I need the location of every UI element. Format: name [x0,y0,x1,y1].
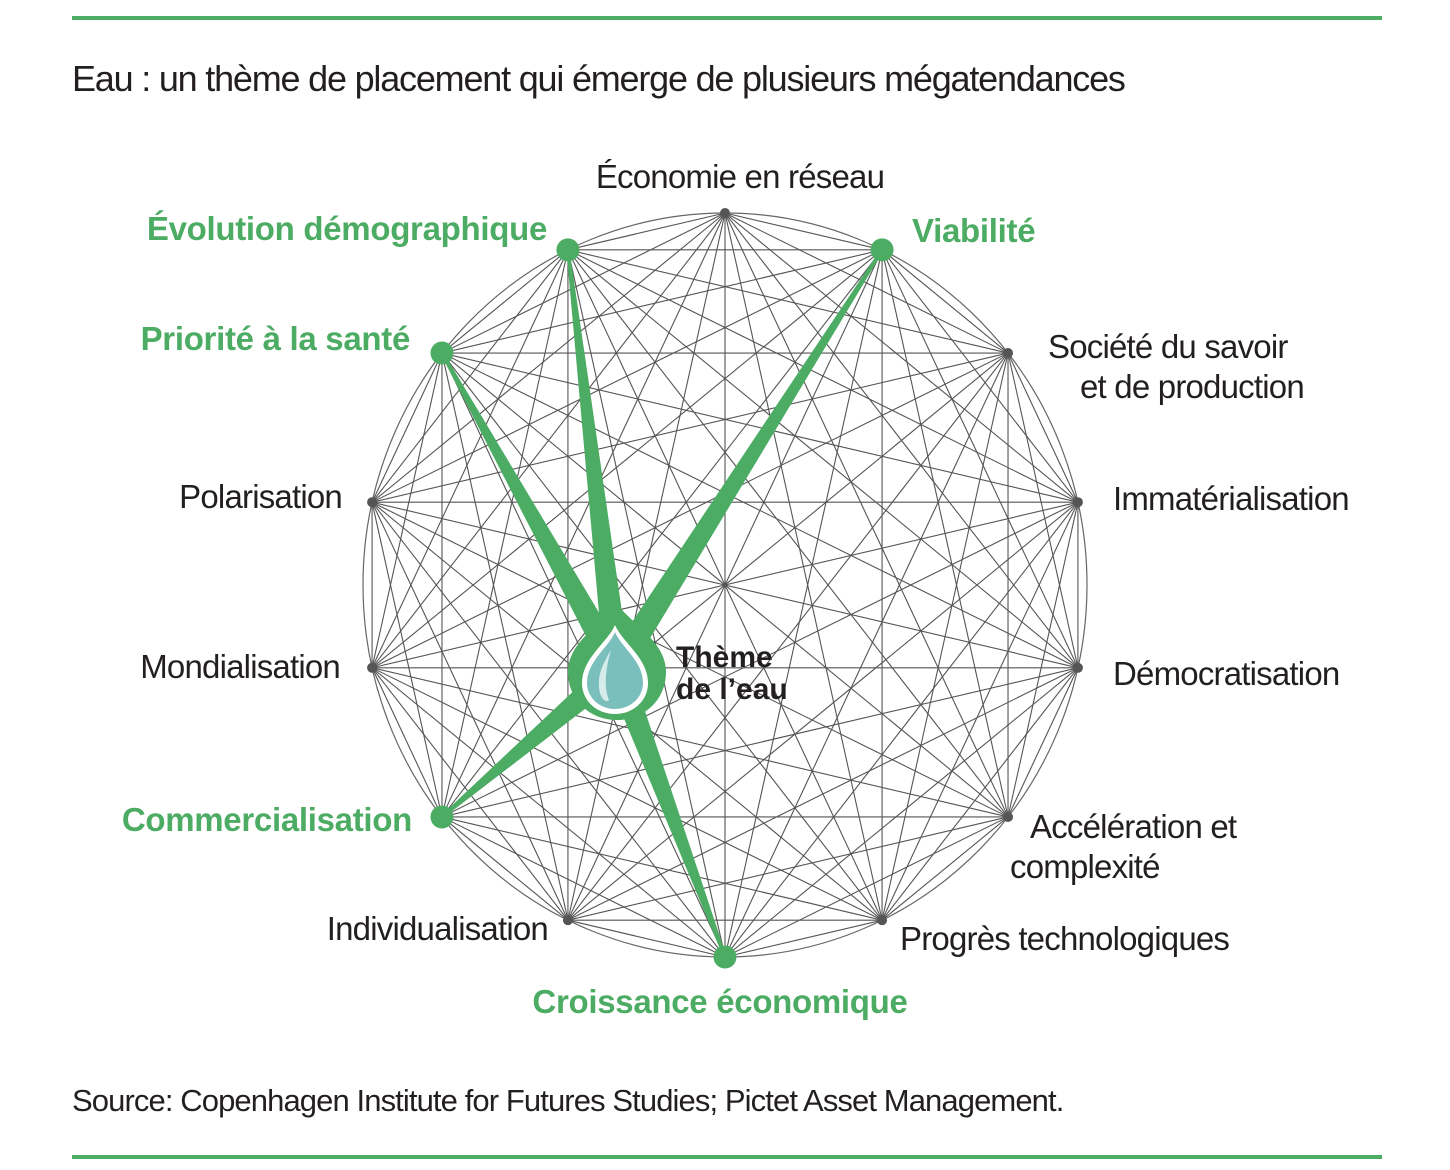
top-rule [72,16,1382,20]
water-drop-icon [568,603,666,720]
network-edge [371,212,726,503]
network-edge [567,501,1079,921]
network-edge [441,249,569,818]
node-label: Polarisation [179,478,342,515]
network-edge [441,249,883,354]
node-label: Commercialisation [122,801,412,838]
network-edge [567,249,1009,354]
node-label: Accélération et [1030,808,1237,845]
network-edge [724,212,1079,503]
network-edge [371,249,569,503]
network-edge [1007,352,1079,503]
node [877,915,888,926]
network-edge [441,816,726,958]
node-label: Mondialisation [140,648,340,685]
network-edge [724,667,1079,958]
center-label-line1: Thème [676,641,773,674]
network-edge [371,667,883,921]
network-edge [441,249,569,354]
node [1003,811,1014,822]
network-edge [881,249,1079,669]
node [367,497,378,508]
network-edge [371,501,569,921]
network-edge [371,667,443,818]
network-edge [371,249,569,669]
network-edge [441,667,1079,818]
network-edge [567,212,726,251]
highlighted-node [430,805,454,829]
node-label: Économie en réseau [596,158,884,195]
network-edge [371,502,443,818]
node-label: Évolution démographique [147,210,547,247]
network-edge [371,352,1009,503]
node [562,915,573,926]
network-edge [881,816,1009,921]
network-edge [567,249,1009,818]
network-edge [441,352,883,921]
source-note: Source: Copenhagen Institute for Futures… [72,1083,1064,1118]
network-edge [724,212,1009,818]
network-edge [371,501,1009,818]
network-edge [441,352,1079,503]
node-label: Société du savoir [1048,328,1288,365]
network-edge [881,501,1079,921]
highlighted-node [713,945,737,969]
network-edge [567,816,1009,921]
node-label: complexité [1010,848,1160,885]
network-edge [881,249,1009,354]
network-edge [567,919,726,958]
water-spoke [604,663,727,958]
network-edge [441,212,726,818]
node-label: Croissance économique [532,983,907,1020]
highlighted-node [556,238,580,262]
bottom-rule [72,1155,1382,1159]
node [720,208,730,218]
network-edge [724,919,883,958]
node-label: Progrès technologiques [900,920,1229,957]
network-edge [371,352,443,668]
network-edge [371,352,443,503]
network-edge [441,352,1079,669]
node-label: Priorité à la santé [141,320,410,357]
network-edge [567,249,1079,503]
network-edge [1007,667,1079,818]
network-edge [724,352,1009,958]
network-edge [371,249,883,669]
network-edges [371,212,1079,958]
network-edge [371,667,726,958]
water-spokes [440,248,884,958]
node [1072,662,1083,673]
network-edge [567,249,1079,669]
network-edge [441,352,569,921]
node [1003,348,1014,359]
network-nodes [367,208,1083,969]
center-label-line2: de l’eau [676,673,788,706]
network-edge [567,249,883,921]
network-edge [724,212,883,251]
node-label: Démocratisation [1113,655,1339,692]
network-edge [371,667,1009,818]
water-spoke [440,352,629,675]
node-label: Individualisation [327,910,548,947]
node [1072,497,1083,508]
diagram-title: Eau : un thème de placement qui émerge d… [72,58,1126,99]
node-label: Immatérialisation [1113,480,1349,517]
node-label: Viabilité [912,212,1035,249]
network-edge [441,816,569,921]
network-edge [441,816,883,921]
highlighted-node [870,238,894,262]
water-spoke [606,248,884,675]
highlighted-node [430,341,454,365]
node-label: et de production [1080,368,1304,405]
node [367,662,378,673]
water-spoke [566,249,630,670]
